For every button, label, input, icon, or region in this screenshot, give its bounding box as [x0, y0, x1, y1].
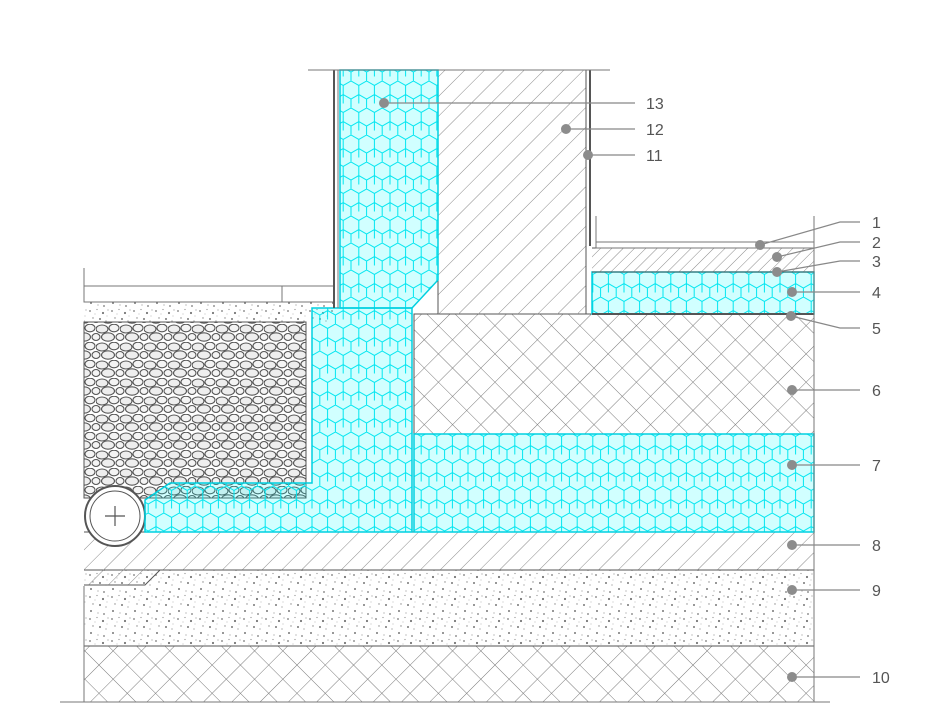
callout-dot: [787, 672, 797, 682]
callout-number: 10: [872, 670, 890, 687]
wall-masonry-core: [438, 70, 586, 314]
callout-leader: [790, 315, 860, 329]
callout-11: 11: [583, 148, 663, 165]
layer-6-foundation-slab: [414, 314, 814, 434]
callout-9: 9: [787, 583, 881, 600]
callout-number: 4: [872, 285, 881, 302]
callout-dot: [787, 585, 797, 595]
callout-6: 6: [787, 383, 881, 400]
callout-dot: [787, 540, 797, 550]
layer-8-concrete-blinding: [84, 532, 814, 585]
perimeter-insulation: [144, 307, 413, 533]
callout-number: 7: [872, 458, 881, 475]
callout-13: 13: [379, 96, 664, 113]
callout-3: 3: [772, 254, 881, 277]
layer-10-compacted-base: [84, 646, 814, 702]
callout-5: 5: [786, 311, 881, 338]
callout-7: 7: [787, 458, 881, 475]
callout-2: 2: [772, 235, 881, 262]
callout-dot: [786, 311, 796, 321]
callout-dot: [755, 240, 765, 250]
callout-10: 10: [787, 670, 890, 687]
callout-number: 3: [872, 254, 881, 271]
callout-4: 4: [787, 285, 881, 302]
callout-dot: [561, 124, 571, 134]
callout-dot: [787, 460, 797, 470]
callout-number: 5: [872, 321, 881, 338]
callout-number: 9: [872, 583, 881, 600]
wall-external-insulation: [339, 69, 439, 309]
callout-dot: [787, 287, 797, 297]
callout-leader: [759, 221, 860, 246]
callout-1: 1: [755, 215, 881, 250]
callout-12: 12: [561, 122, 664, 139]
callout-leader: [776, 260, 860, 273]
sand-strip-outside: [84, 302, 334, 322]
callout-number: 8: [872, 538, 881, 555]
layer-9-sand-bed: [84, 570, 814, 646]
callout-number: 2: [872, 235, 881, 252]
callout-dot: [787, 385, 797, 395]
callout-number: 6: [872, 383, 881, 400]
layer-4-floor-insulation: [591, 271, 815, 315]
callout-dot: [772, 267, 782, 277]
callout-number: 1: [872, 215, 881, 232]
callout-number: 11: [646, 148, 663, 165]
drain-pipe: [84, 485, 146, 547]
callout-number: 12: [646, 122, 664, 139]
callout-number: 13: [646, 96, 664, 113]
callout-leader: [776, 241, 860, 258]
layer-7-under-slab-insulation: [413, 433, 815, 533]
callout-8: 8: [787, 538, 881, 555]
callout-dot: [583, 150, 593, 160]
callout-dot: [772, 252, 782, 262]
gravel-drainage: [84, 322, 306, 498]
callout-dot: [379, 98, 389, 108]
